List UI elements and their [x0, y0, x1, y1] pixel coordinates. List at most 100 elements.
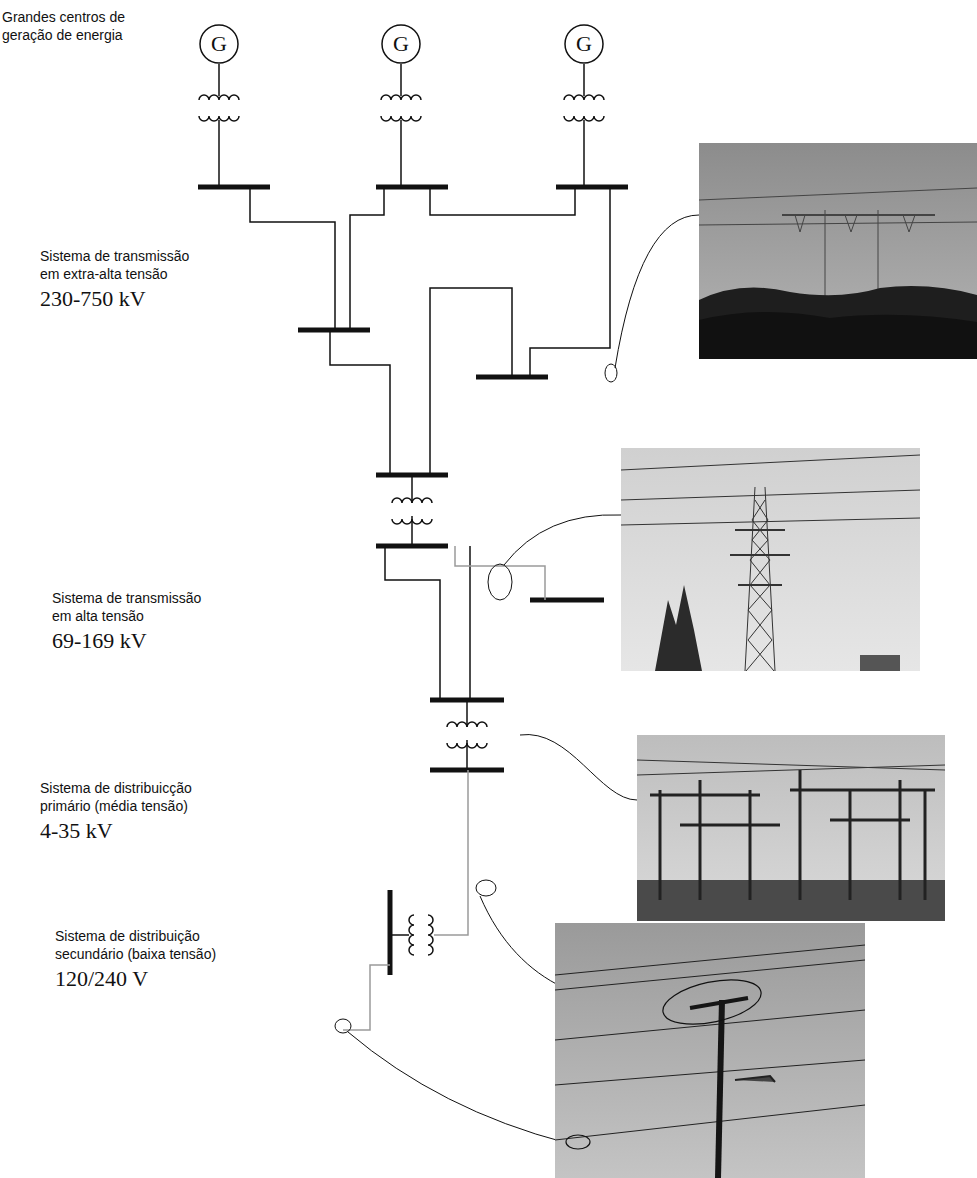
tower-photo — [621, 448, 920, 671]
tower-photo — [860, 655, 900, 671]
level-name: Sistema de distribuicção primário (média… — [40, 779, 202, 815]
leader-line — [520, 735, 637, 800]
bus-bar — [376, 544, 448, 549]
distribution-line — [343, 965, 390, 1030]
transformer-symbol — [564, 95, 604, 100]
generator-outline — [565, 25, 603, 63]
level-name: Sistema de transmissão em extra-alta ten… — [40, 247, 202, 283]
pole-photo — [555, 1105, 865, 1140]
pole-photo — [555, 945, 865, 1140]
bus-bar — [198, 185, 270, 190]
tower-photo — [621, 448, 920, 671]
leader-line — [615, 215, 699, 368]
tower-photo — [699, 286, 977, 359]
generator-label: G — [564, 24, 604, 64]
voltage-range: 69-169 kV — [52, 628, 252, 654]
transformer-symbol — [381, 95, 421, 100]
generator-circle: G — [564, 24, 604, 64]
transformer-symbol — [466, 740, 468, 770]
generator-lead — [218, 64, 220, 96]
transformer-symbol — [466, 700, 468, 727]
bus-bar — [430, 768, 504, 773]
distribution-line — [343, 546, 545, 1030]
leader-line — [348, 1032, 567, 1143]
transmission-line — [250, 187, 610, 700]
pole-photo — [555, 1060, 865, 1085]
level-name: Sistema de distribuicção primário (média… — [40, 779, 202, 815]
transformer-symbol — [411, 516, 413, 546]
bus-bar — [556, 185, 628, 190]
transmission-line — [469, 546, 471, 700]
transformer-symbol — [381, 116, 421, 121]
tower-photo — [699, 188, 977, 200]
bus-bar — [376, 185, 448, 190]
voltage-range: 230-750 kV — [40, 286, 240, 312]
transformer-symbol — [199, 116, 239, 121]
pole-photo — [566, 972, 765, 1149]
transformer-symbol — [411, 475, 413, 503]
substation-photo — [790, 789, 935, 792]
transmission-line — [250, 187, 335, 330]
bus-bar — [430, 698, 504, 703]
generator-lead — [583, 64, 585, 96]
pole-photo — [735, 1076, 775, 1082]
leader-line — [504, 515, 621, 565]
transformer-symbol — [428, 915, 433, 955]
transformer-symbol — [199, 95, 239, 100]
transmission-line — [530, 187, 610, 377]
generator-lead — [218, 120, 220, 187]
generator-label: G — [199, 24, 239, 64]
tower-photo — [621, 455, 920, 671]
generator-lead — [400, 64, 402, 96]
voltage-range: 230-750 kV — [40, 286, 240, 312]
voltage-range: 120/240 V — [55, 966, 255, 992]
level-name: Sistema de distribuição secundário (baix… — [55, 927, 235, 963]
bus-bar — [298, 328, 370, 333]
generator-lead — [400, 120, 402, 187]
level-name: Sistema de transmissão em alta tensão — [52, 589, 214, 625]
pole-photo — [555, 960, 865, 990]
substation-photo — [637, 760, 945, 770]
transmission-line — [430, 288, 512, 475]
tower-photo — [825, 210, 826, 305]
generator-circle: G — [199, 24, 239, 64]
tower-photo — [699, 143, 977, 359]
substation-photo — [680, 824, 780, 827]
voltage-range: 4-35 kV — [40, 818, 240, 844]
tower-photo — [621, 490, 920, 500]
generator-lead — [219, 64, 584, 187]
tower-photo — [621, 518, 920, 525]
voltage-range: 120/240 V — [55, 966, 255, 992]
substation-photo — [650, 770, 935, 900]
leader-line — [335, 1019, 351, 1033]
pole-photo — [690, 998, 748, 1008]
substation-photo — [849, 790, 852, 900]
tower-photo — [745, 487, 775, 671]
distribution-line — [434, 770, 468, 935]
pole-photo — [659, 972, 765, 1032]
level-name: Sistema de distribuição secundário (baix… — [55, 927, 235, 963]
voltage-range: 4-35 kV — [40, 818, 240, 844]
generator-outline — [200, 25, 238, 63]
level-name: Sistema de transmissão em extra-alta ten… — [40, 247, 202, 283]
generator-lead — [583, 120, 585, 187]
substation-photo — [924, 790, 927, 900]
level-name: Sistema de transmissão em alta tensão — [52, 589, 214, 625]
transmission-line — [350, 187, 384, 330]
tower-photo — [699, 312, 977, 359]
generation-label: Grandes centros de geração de energia — [2, 8, 164, 44]
pole-photo — [566, 1135, 590, 1149]
transmission-line — [430, 187, 575, 215]
transmission-line — [330, 330, 390, 475]
transformer-symbol — [390, 934, 409, 936]
leader-line — [488, 564, 512, 600]
transformer-symbol — [564, 116, 604, 121]
tower-photo — [738, 584, 782, 586]
substation-photo — [899, 780, 902, 900]
pole-photo — [555, 923, 865, 1178]
voltage-range: 69-169 kV — [52, 628, 252, 654]
substation-photo — [637, 760, 945, 775]
